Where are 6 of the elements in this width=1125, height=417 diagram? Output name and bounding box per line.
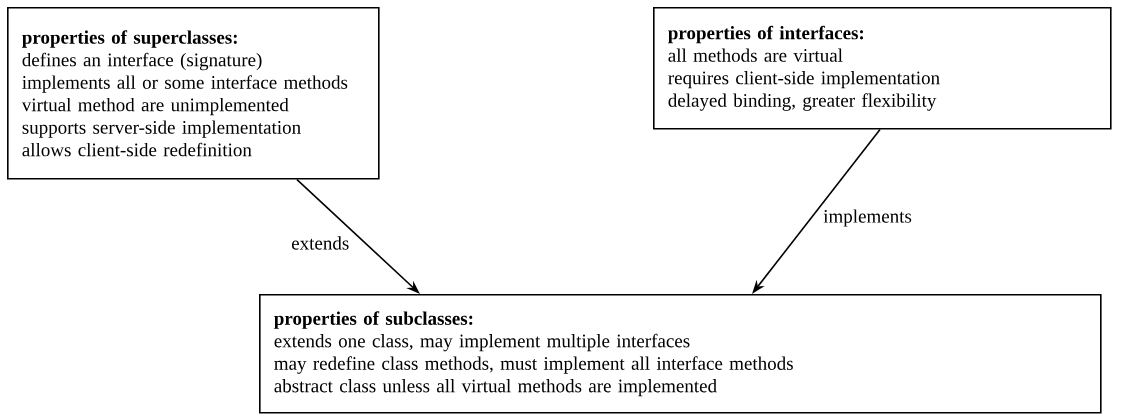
edge-label: implements <box>822 208 913 228</box>
text-box: properties of interfaces: all methods are virtual requires client-side implementation delayed binding, greater flexibility <box>653 7 1112 130</box>
text-box: properties of subclasses: extends one class, may implement multiple interfaces may redefine class methods, must implement all interface methods abstract class unless all virtual methods are implemented <box>259 294 1102 414</box>
text-box: properties of superclasses: defines an interface (signature) implements all or some interface methods virtual method are unimplemented supports server-side implementation allows client-side redefinition <box>7 7 380 180</box>
arrow <box>296 178 420 294</box>
edge-label: extends <box>290 235 351 251</box>
